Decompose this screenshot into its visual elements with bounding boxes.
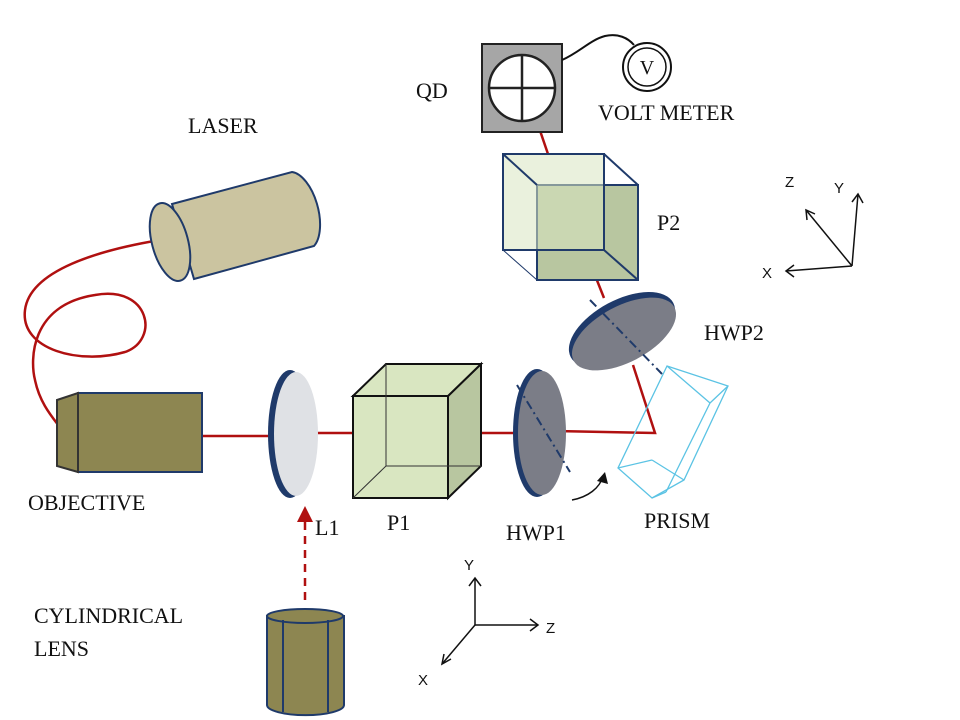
laser-label: LASER (188, 113, 258, 138)
prism-edges (617, 365, 729, 499)
voltmeter-wire (561, 34, 635, 61)
objective-body (77, 392, 203, 473)
axis-top-z (805, 209, 853, 267)
quadrant-detector: QD (416, 43, 563, 133)
axis-bottom-x (441, 624, 476, 665)
beam-hwp1-to-prism (554, 364, 657, 435)
hwp2: HWP2 (568, 292, 764, 375)
axis-top-y-label: Y (834, 180, 844, 197)
prism-label: PRISM (644, 508, 710, 533)
axis-top-y (851, 193, 859, 267)
arrowhead-up (297, 506, 313, 522)
hwp2-label: HWP2 (704, 320, 764, 345)
axis-bottom-x-label: X (418, 672, 428, 689)
objective-label: OBJECTIVE (28, 490, 145, 515)
hwp1-face (518, 371, 566, 495)
hwp1-label: HWP1 (506, 520, 566, 545)
prism: PRISM (617, 365, 729, 533)
objective: OBJECTIVE (28, 391, 203, 515)
hwp2-axis (589, 299, 663, 375)
qd-label: QD (416, 78, 448, 103)
cube-p2: P2 (502, 153, 680, 281)
volt-meter: V VOLT METER (598, 42, 735, 125)
p2-edges (502, 153, 639, 281)
hwp1: HWP1 (506, 369, 608, 545)
fiber-cable (23, 238, 161, 431)
axis-bottom-y-arrow (468, 576, 482, 587)
cyl-lens-body (266, 615, 345, 717)
axis-top-z-label: Z (785, 174, 794, 191)
l1-label: L1 (315, 515, 339, 540)
laser-body (170, 170, 322, 281)
voltmeter-symbol: V (640, 57, 655, 79)
axis-top-x (785, 265, 853, 272)
objective-nose (56, 391, 79, 474)
axis-bottom-z-label: Z (546, 620, 555, 637)
cube-p1: P1 (350, 361, 484, 535)
cylindrical-lens-label-line2: LENS (34, 636, 89, 661)
p1-label: P1 (387, 510, 410, 535)
rotation-arrowhead (597, 472, 608, 484)
p1-front-face (352, 395, 449, 499)
axis-top-x-arrow (784, 264, 795, 278)
cylindrical-lens: CYLINDRICAL LENS (34, 603, 345, 717)
cylindrical-lens-label-line1: CYLINDRICAL (34, 603, 183, 628)
axes-bottom (440, 576, 540, 666)
hwp1-axis (516, 384, 571, 473)
p2-label: P2 (657, 210, 680, 235)
cyl-lens-top (266, 608, 344, 624)
axis-bottom-x-arrow (440, 653, 452, 666)
axis-top-z-arrow (805, 208, 816, 221)
lens-l1: L1 (268, 370, 339, 540)
axis-bottom-y-label: Y (464, 557, 474, 574)
p1-hidden-edges (352, 364, 481, 499)
axis-bottom-z-arrow (529, 618, 540, 632)
lens-l1-face (274, 372, 318, 496)
hwp2-face (571, 297, 677, 371)
axis-top-x-label: X (762, 265, 772, 282)
axis-top-y-arrow (851, 192, 864, 204)
voltmeter-inner (627, 47, 667, 87)
axes-top (784, 192, 864, 278)
volt-meter-label: VOLT METER (598, 100, 735, 125)
laser: LASER (148, 113, 322, 282)
laser-front-face (148, 202, 192, 282)
